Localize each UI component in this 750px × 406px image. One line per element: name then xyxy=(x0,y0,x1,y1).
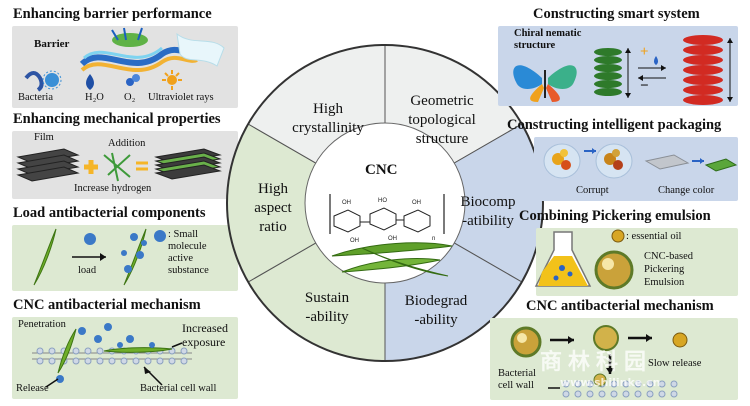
barrier-panel: Barrier Bacteria H₂O O₂ Ultraviolet rays xyxy=(12,26,238,108)
mechanism-left-title: CNC antibacterial mechanism xyxy=(13,297,201,313)
smart-minus: − xyxy=(640,78,649,94)
svg-text:OH: OH xyxy=(412,200,421,206)
packaging-change-label: Change color xyxy=(658,185,715,196)
barrier-heading: Barrier xyxy=(34,38,70,50)
mechanism-left-panel: Penetration Increased exposure Release B… xyxy=(12,317,238,399)
pickering-panel: : essential oil CNC-based Pickering Emul… xyxy=(534,228,738,296)
load-title: Load antibacterial components xyxy=(13,205,206,221)
smart-plus: + xyxy=(640,44,649,60)
load-legend: : Small molecule active substance xyxy=(168,229,209,276)
pickering-title: Combining Pickering emulsion xyxy=(519,208,711,224)
mechanism-left-wall: Bacterial cell wall xyxy=(140,383,217,394)
svg-text:OH: OH xyxy=(350,238,359,244)
load-illustration xyxy=(33,228,166,286)
mechanical-addition-label: Addition xyxy=(108,138,146,149)
barrier-label-bacteria: Bacteria xyxy=(18,92,53,103)
barrier-label-oxygen: O₂ xyxy=(124,92,136,103)
load-arrow-label: load xyxy=(78,265,97,276)
barrier-illustration xyxy=(24,27,225,92)
mechanism-left-illustration xyxy=(32,323,192,388)
smart-chiral-label: Chiral nematic structure xyxy=(514,28,582,51)
segment-label-biodegradability: Biodegrad -ability xyxy=(404,293,468,328)
wheel-outer-ring xyxy=(226,44,544,362)
segment-label-aspect-ratio: High aspect ratio xyxy=(254,181,292,235)
load-panel: load : Small molecule active substance xyxy=(12,225,238,291)
mechanism-left-increased: Increased exposure xyxy=(182,321,228,349)
smart-title: Constructing smart system xyxy=(533,6,700,22)
svg-text:OH: OH xyxy=(388,236,397,242)
pickering-illustration xyxy=(534,229,634,290)
segment-label-crystallinity: High crystallinity xyxy=(292,101,364,136)
center-title: CNC xyxy=(365,162,398,178)
mechanism-right-slow: Slow release xyxy=(648,358,702,369)
barrier-title: Enhancing barrier performance xyxy=(13,6,212,22)
smart-panel: Chiral nematic structure + − xyxy=(498,26,738,106)
watermark-sub: www.shilinke.cn xyxy=(560,376,661,389)
mechanism-left-penetration: Penetration xyxy=(18,319,66,330)
mechanism-right-illustration xyxy=(510,325,688,398)
segment-label-geometric: Geometric topological structure xyxy=(408,93,476,147)
packaging-illustration xyxy=(543,143,738,179)
packaging-corrupt-label: Corrupt xyxy=(576,185,609,196)
barrier-label-water: H₂O xyxy=(85,92,104,103)
segment-label-sustainability: Sustain -ability xyxy=(304,290,350,325)
mechanical-film-label: Film xyxy=(34,132,54,143)
packaging-panel: Corrupt Change color xyxy=(534,137,738,201)
mechanical-title: Enhancing mechanical properties xyxy=(13,111,221,127)
cellulose-structure-icon: OH HO OH OH OH n xyxy=(329,194,453,277)
svg-text:HO: HO xyxy=(378,198,387,204)
mechanism-right-wall: Bacterial cell wall xyxy=(498,368,536,391)
smart-illustration xyxy=(513,35,733,105)
pickering-emulsion-label: CNC-based Pickering Emulsion xyxy=(644,251,693,288)
svg-text:n: n xyxy=(432,236,435,242)
packaging-title: Constructing intelligent packaging xyxy=(507,117,722,133)
mechanical-illustration xyxy=(16,148,222,182)
mechanical-caption: Increase hydrogen xyxy=(74,183,152,194)
mechanical-panel: Film Addition Increase hydrogen xyxy=(12,131,238,199)
watermark-main: 商林科园 xyxy=(540,350,653,375)
segment-label-biocompatibility: Biocomp -atibility xyxy=(460,194,516,229)
mechanism-right-panel: Bacterial cell wall Slow release xyxy=(490,318,738,400)
svg-text:OH: OH xyxy=(342,200,351,206)
pickering-legend: : essential oil xyxy=(626,231,682,242)
mechanism-right-title: CNC antibacterial mechanism xyxy=(526,298,714,314)
mechanism-left-release: Release xyxy=(16,383,49,394)
barrier-label-uv: Ultraviolet rays xyxy=(148,92,214,103)
